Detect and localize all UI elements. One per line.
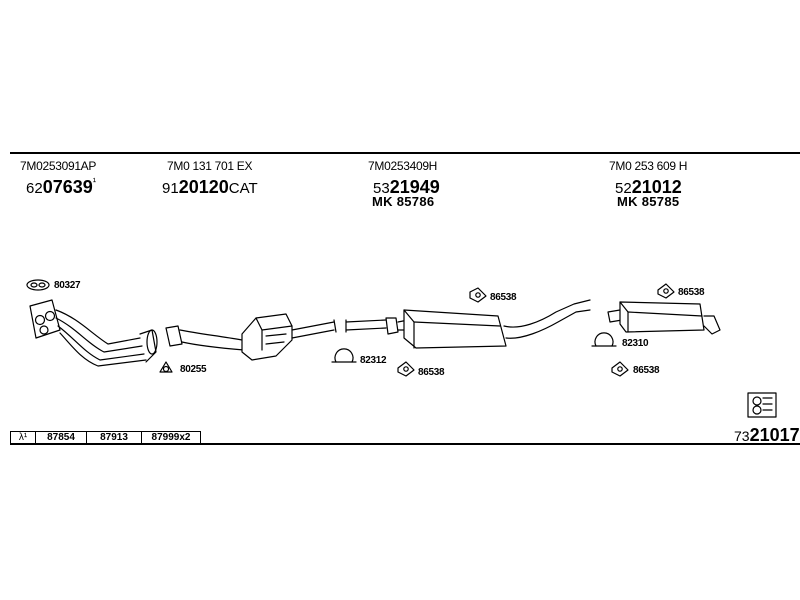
table-cell: 87913 [87,432,142,444]
oem-number-downpipe: 7M0253091AP [20,159,97,173]
gasket-80255-icon [159,361,173,373]
part-label: 86538 [418,367,445,378]
catalytic-converter-icon [165,313,337,361]
rubber-hanger-icon [397,361,415,377]
drawing-number: 7321017 [734,425,800,445]
accessory-table: λ¹ 87854 87913 87999x2 [10,431,201,444]
clamp-82312-icon [331,348,357,363]
oem-number-catalyst: 7M0 131 701 EX [167,159,253,173]
part-number-catalyst: 9120120CAT [162,177,258,197]
middle-silencer-icon [345,299,591,349]
part-label: 86538 [678,287,705,298]
rubber-hanger-icon [469,287,487,303]
table-cell: 87999x2 [142,432,201,444]
part-label: 80327 [54,280,81,291]
mk-number-rear-silencer: MK 85785 [617,194,680,209]
header-rule [10,152,800,154]
part-number-downpipe: 6207639¹ [26,177,97,197]
mk-number-middle-silencer: MK 85786 [372,194,435,209]
table-cell: 87854 [36,432,87,444]
part-label: 86538 [633,365,660,376]
part-label: 82312 [360,355,387,366]
footer-rule [10,443,800,445]
gasket-80327-icon [26,279,50,291]
rubber-hanger-icon [657,283,675,299]
rubber-hanger-icon [611,361,629,377]
front-downpipe-icon [29,299,158,367]
oem-number-middle-silencer: 7M0253409H [368,159,438,173]
part-number-middle-silencer: 5321949 [373,177,440,197]
oem-number-rear-silencer: 7M0 253 609 H [609,159,688,173]
rear-silencer-icon [607,301,721,335]
part-label: 80255 [180,364,207,375]
vehicle-reference-icon [747,392,777,418]
part-label: 86538 [490,292,517,303]
clamp-82310-icon [591,332,617,347]
part-label: 82310 [622,338,649,349]
lambda-cell: λ¹ [11,432,36,444]
part-number-rear-silencer: 5221012 [615,177,682,197]
